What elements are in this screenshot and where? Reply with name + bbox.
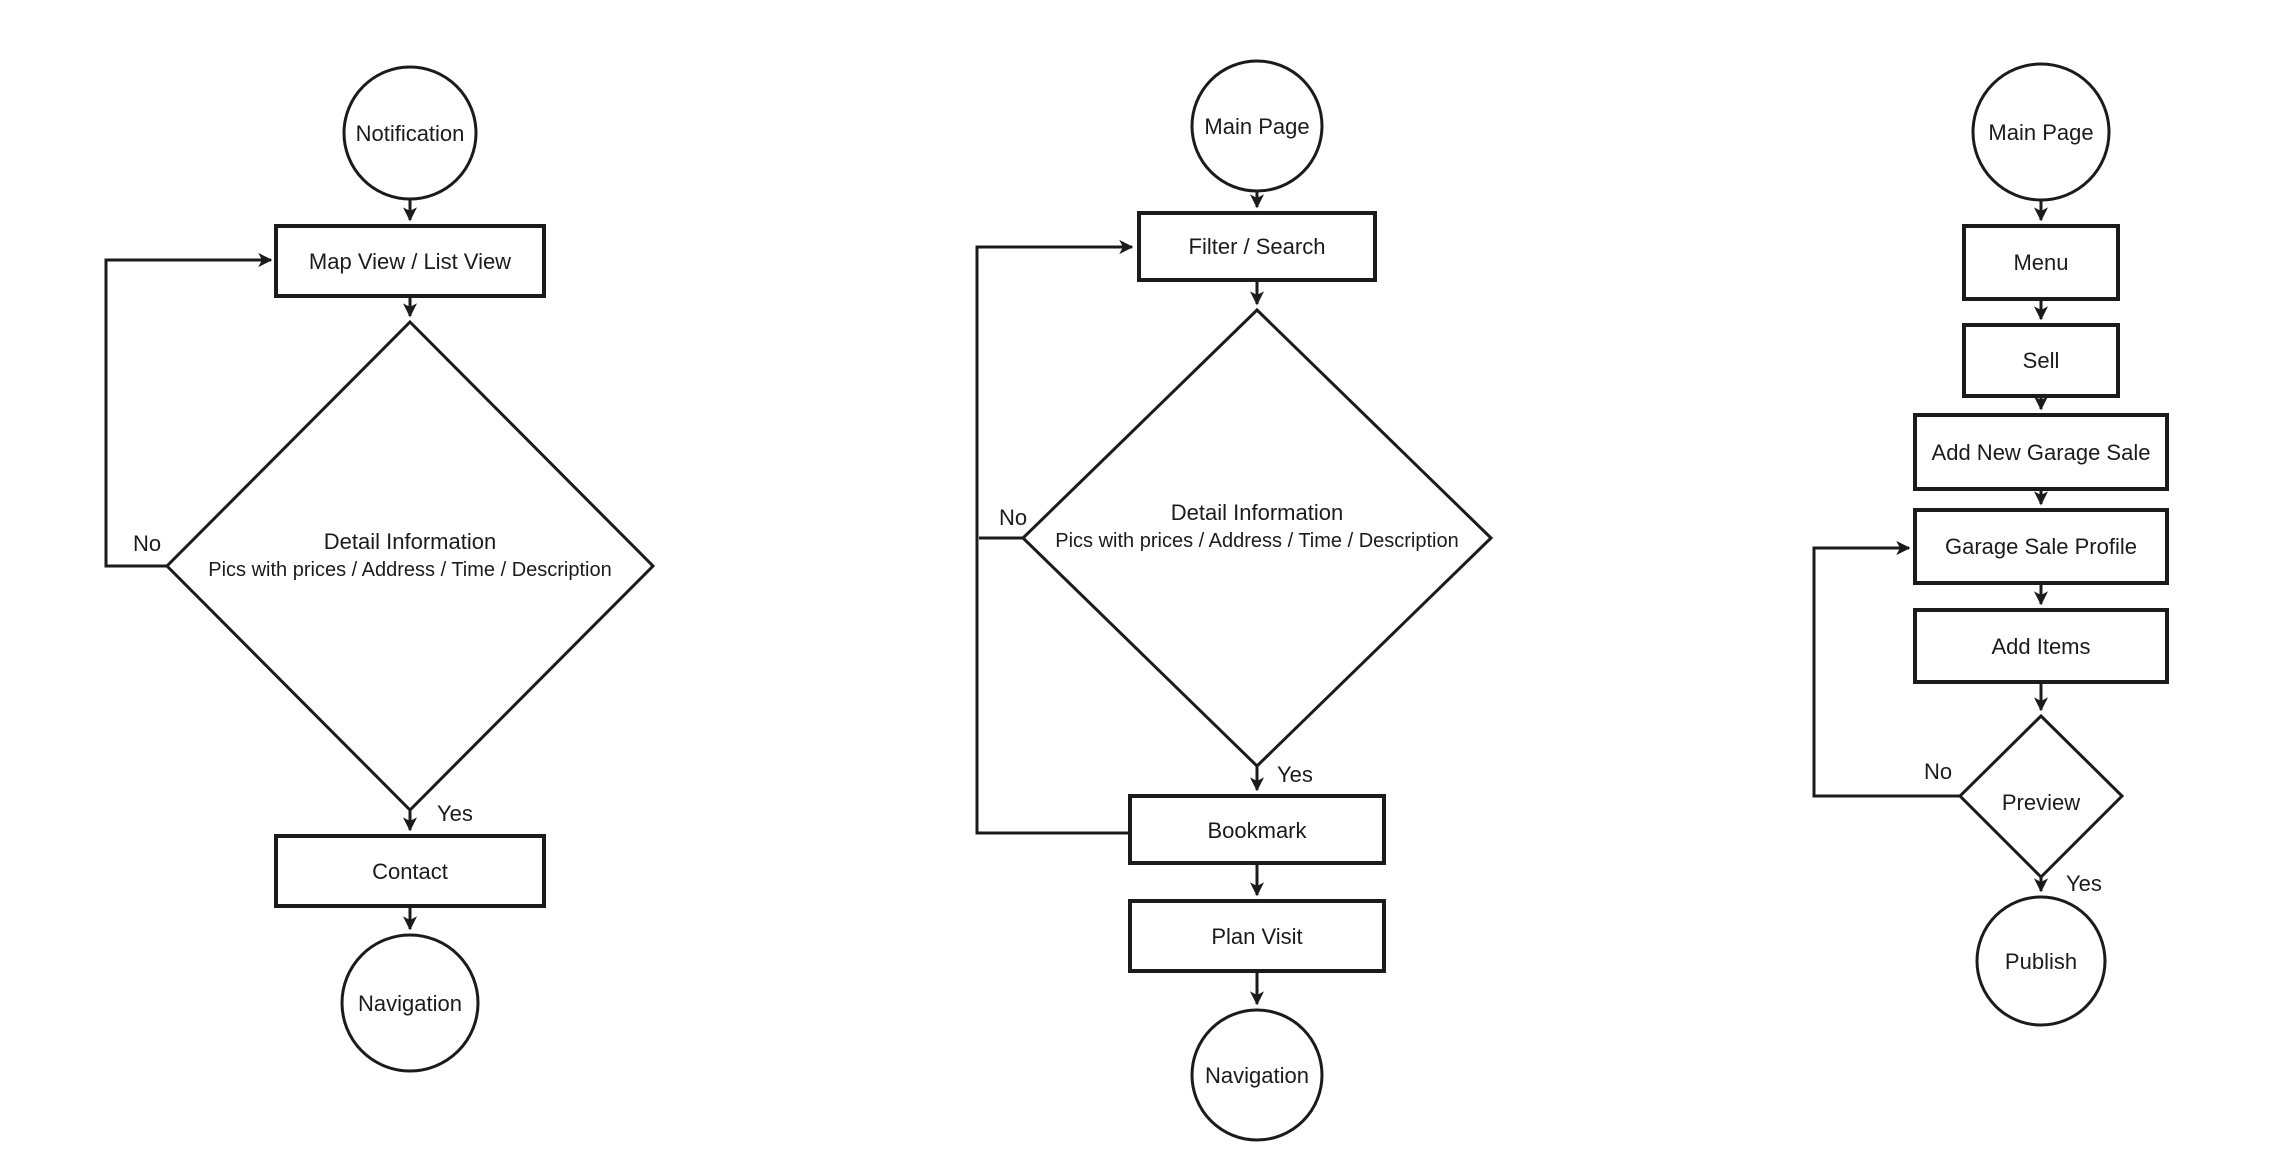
yes-edge-label: Yes — [437, 801, 473, 826]
no-edge-label: No — [1924, 759, 1952, 784]
yes-edge-label: Yes — [2066, 871, 2102, 896]
decision-label-line1: Detail Information — [324, 529, 496, 554]
no-loop-connector — [1812, 540, 1960, 798]
start-label: Main Page — [1988, 120, 2093, 145]
flow-notification-browse: Notification Map View / List View Detail… — [104, 65, 656, 1073]
decision-label: Preview — [2002, 790, 2080, 815]
no-edge-label: No — [999, 505, 1027, 530]
flow-sell-publish: Main Page Menu Sell Add New Garage Sale … — [1812, 62, 2169, 1027]
flow-search-bookmark: Main Page Filter / Search Detail Informa… — [975, 59, 1494, 1142]
step3-label: Plan Visit — [1211, 924, 1302, 949]
no-loop-connector — [104, 252, 273, 568]
decision-label-line1: Detail Information — [1171, 500, 1343, 525]
yes-edge-label: Yes — [1277, 762, 1313, 787]
step5-label: Add Items — [1991, 634, 2090, 659]
end-terminator — [1975, 895, 2107, 1027]
step2-label: Contact — [372, 859, 448, 884]
step4-box — [1913, 508, 2169, 585]
no-edge-label: No — [133, 531, 161, 556]
step1-box — [274, 224, 546, 298]
step3-box — [1913, 413, 2169, 491]
step2-label: Sell — [2023, 348, 2060, 373]
end-label: Publish — [2005, 949, 2077, 974]
step5-box — [1913, 608, 2169, 684]
end-label: Navigation — [1205, 1063, 1309, 1088]
step1-label: Menu — [2013, 250, 2068, 275]
end-terminator — [1190, 1008, 1324, 1142]
step2-label: Bookmark — [1207, 818, 1307, 843]
step1-label: Filter / Search — [1189, 234, 1326, 259]
end-label: Navigation — [358, 991, 462, 1016]
step1-label: Map View / List View — [309, 249, 511, 274]
step2-box — [1962, 323, 2120, 398]
start-label: Notification — [356, 121, 465, 146]
step3-label: Add New Garage Sale — [1932, 440, 2151, 465]
step4-label: Garage Sale Profile — [1945, 534, 2137, 559]
loop-back-connector — [975, 239, 1134, 835]
start-label: Main Page — [1204, 114, 1309, 139]
step2-box — [1128, 794, 1386, 865]
start-terminator — [342, 65, 478, 201]
decision-label-line2: Pics with prices / Address / Time / Desc… — [208, 559, 611, 581]
end-terminator — [340, 933, 480, 1073]
step1-box — [1962, 224, 2120, 301]
decision-label-line2: Pics with prices / Address / Time / Desc… — [1055, 530, 1458, 552]
